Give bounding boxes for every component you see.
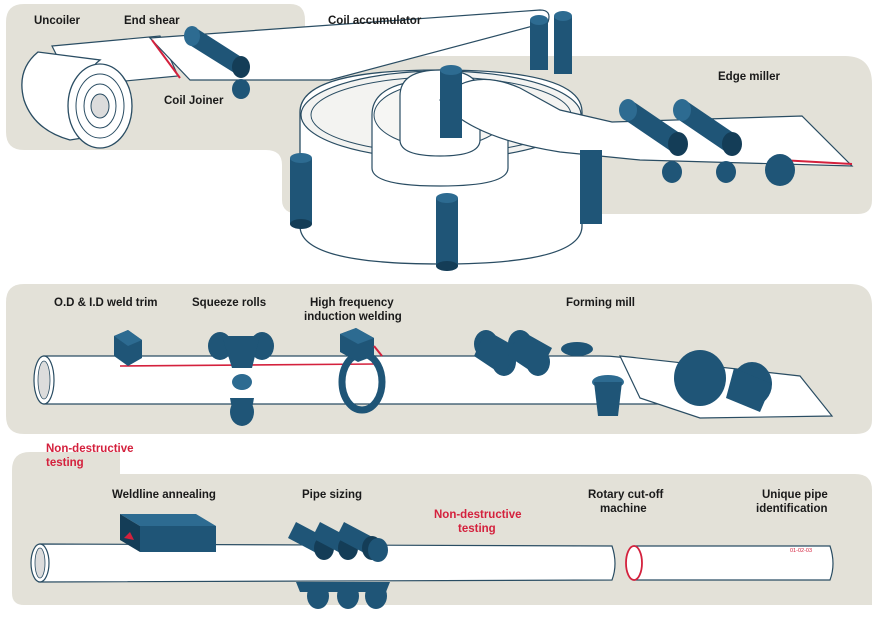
label-coil-accumulator: Coil accumulator [328, 15, 422, 27]
pipe-sizing-rollers-bottom [296, 582, 390, 609]
label-squeeze-rolls: Squeeze rolls [192, 297, 266, 309]
cut-pipe-end [625, 545, 643, 581]
label-ndt-top-2: testing [46, 457, 84, 469]
label-coil-joiner: Coil Joiner [164, 95, 224, 107]
edge-miller-rollers [619, 99, 795, 186]
label-hf-welding-1: High frequency [310, 297, 394, 309]
label-unique-1: Unique pipe [762, 489, 828, 501]
label-pipe-sizing: Pipe sizing [302, 489, 362, 501]
stage2-machines [33, 328, 834, 426]
label-end-shear: End shear [124, 15, 180, 27]
band-connector-right [850, 214, 872, 284]
stage3-pipe-long [39, 543, 616, 583]
label-uncoiler: Uncoiler [34, 15, 81, 27]
pipe-id-mark: 01-02-03 [790, 548, 812, 554]
induction-coil [338, 328, 386, 414]
forming-mill-rollers [474, 330, 772, 416]
label-ndt-top-1: Non-destructive [46, 443, 134, 455]
shear-cut-mark [151, 39, 181, 79]
label-weld-trim: O.D & I.D weld trim [54, 297, 158, 309]
label-rotary-1: Rotary cut-off [588, 489, 664, 501]
pipe-sizing-rollers-top [288, 522, 388, 562]
label-forming-mill: Forming mill [566, 297, 635, 309]
label-ndt-1: Non-destructive [434, 509, 522, 521]
squeeze-rolls [208, 332, 274, 426]
stage1-machines [21, 9, 854, 271]
label-rotary-2: machine [600, 503, 647, 515]
label-edge-miller: Edge miller [718, 71, 781, 83]
label-weldline-annealing: Weldline annealing [112, 489, 216, 501]
label-hf-welding-2: induction welding [304, 311, 402, 323]
weld-trim-tool [114, 330, 142, 366]
uncoiler-coil [21, 51, 133, 149]
annealing-box [120, 514, 216, 552]
accumulator-support-rollers [290, 65, 602, 271]
coil-joiner-roller [232, 79, 250, 99]
accumulator-rollers-top [530, 11, 572, 74]
strip-main [148, 9, 550, 81]
end-shear-roller [184, 26, 250, 78]
label-ndt-2: testing [458, 523, 496, 535]
forming-strip [618, 355, 834, 419]
cut-pipe [633, 545, 834, 581]
label-unique-2: identification [756, 503, 828, 515]
stage3-machines: 01-02-03 [30, 514, 834, 609]
